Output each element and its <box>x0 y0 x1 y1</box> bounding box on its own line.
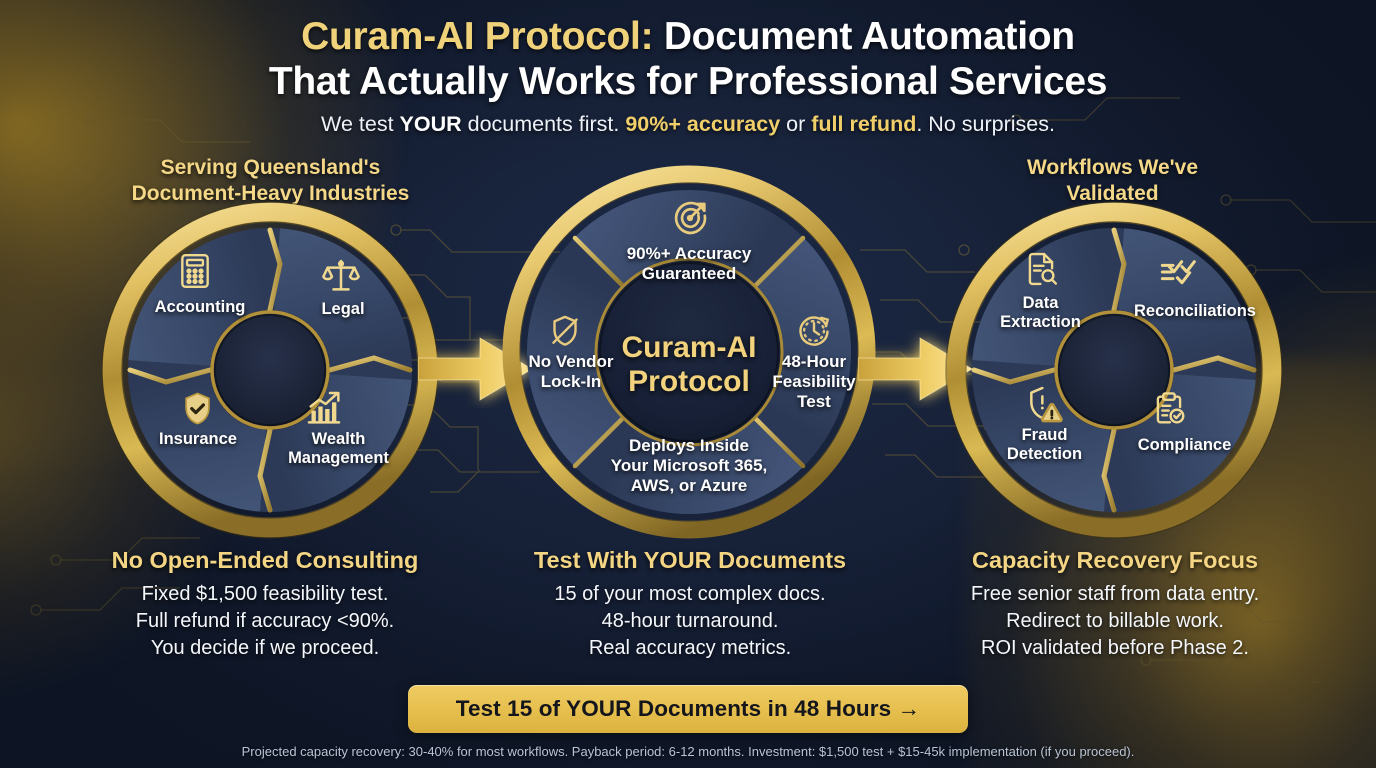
left-value-block: No Open-Ended Consulting Fixed $1,500 fe… <box>40 545 490 662</box>
title-rest: Document Automation <box>653 15 1075 58</box>
right-value-block: Capacity Recovery Focus Free senior staf… <box>890 545 1340 662</box>
mid-block-title: Test With YOUR Documents <box>533 547 847 573</box>
right-column-title: Workflows We've Validated <box>1026 156 1199 205</box>
protocol-wheel: 90%+ Accuracy Guaranteed 48-Hour Feasibi… <box>502 165 876 539</box>
subtitle-part-b: documents first. <box>461 112 626 136</box>
subtitle-your: YOUR <box>399 112 462 136</box>
left-block-body: Fixed $1,500 feasibility test. Full refu… <box>135 583 395 659</box>
cta-label: Test 15 of YOUR Documents in 48 Hours → <box>455 696 921 721</box>
mid-value-block: Test With YOUR Documents 15 of your most… <box>470 545 910 662</box>
left-column-title: Serving Queensland's Document-Heavy Indu… <box>131 156 410 205</box>
subtitle-part-a: We test <box>321 112 400 136</box>
left-block-title: No Open-Ended Consulting <box>111 547 419 573</box>
title-line2: That Actually Works for Professional Ser… <box>268 60 1108 103</box>
cta-button[interactable]: Test 15 of YOUR Documents in 48 Hours → <box>408 685 968 733</box>
title-brand: Curam-AI Protocol: <box>301 15 654 58</box>
right-block-body: Free senior staff from data entry. Redir… <box>970 583 1260 659</box>
page-title: Curam-AI Protocol: Document Automation T… <box>0 14 1376 104</box>
header: Curam-AI Protocol: Document Automation T… <box>0 14 1376 137</box>
subtitle-part-c: or <box>780 112 812 136</box>
right-block-title: Capacity Recovery Focus <box>971 547 1259 573</box>
subtitle-accuracy: 90%+ accuracy <box>625 112 781 136</box>
subtitle: We test YOUR documents first. 90%+ accur… <box>0 111 1376 137</box>
subtitle-refund: full refund <box>811 112 917 136</box>
industries-wheel: Accounting Legal Wealth Management <box>101 201 439 539</box>
workflows-wheel: Data Extraction Reconciliations Complian… <box>945 201 1283 539</box>
subtitle-part-d: . No surprises. <box>916 112 1055 136</box>
mid-block-body: 15 of your most complex docs. 48-hour tu… <box>554 583 826 659</box>
footer-disclaimer: Projected capacity recovery: 30-40% for … <box>241 744 1135 759</box>
